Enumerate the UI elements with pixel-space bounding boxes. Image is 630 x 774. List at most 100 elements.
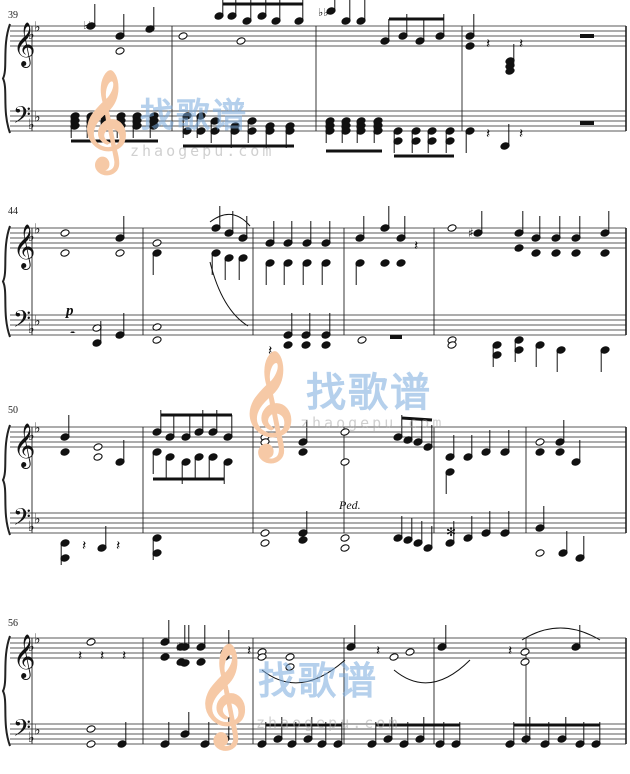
treble-clef: 𝄞 <box>13 22 35 68</box>
slur <box>521 627 601 641</box>
note-head <box>260 529 270 537</box>
key-flat: ♭ <box>28 730 35 746</box>
note-head <box>389 653 399 661</box>
key-flat: ♭ <box>34 20 41 36</box>
treble-clef: 𝄞 <box>13 634 35 680</box>
note-head <box>86 725 96 733</box>
key-flat: ♭ <box>34 512 41 528</box>
note-head <box>116 122 126 130</box>
note-head <box>531 249 541 257</box>
note-layer: ♭♭♭♭𝄽𝄽𝄽𝄽𝄽♯𝄼𝄽𝄽𝄽𝄽𝄽𝄽♯𝄽𝄽𝄽 <box>60 0 610 748</box>
note-head <box>555 448 565 456</box>
bass-clef: 𝄢 <box>13 101 31 134</box>
note-head <box>93 453 103 461</box>
note-head <box>380 259 390 267</box>
note-head <box>236 37 246 45</box>
note-head <box>152 323 162 331</box>
note-head <box>535 438 545 446</box>
note-head <box>447 224 457 232</box>
key-flat: ♭ <box>34 110 41 126</box>
note-head <box>325 127 335 135</box>
note-head <box>535 549 545 557</box>
whole-rest <box>580 121 594 125</box>
quarter-rest: 𝄽 <box>268 343 272 359</box>
brace <box>1 635 11 747</box>
key-flat: ♭ <box>28 321 35 337</box>
note-head <box>298 536 308 544</box>
note-head <box>132 122 142 130</box>
note-head <box>260 438 270 446</box>
note-head <box>149 122 159 130</box>
note-head <box>283 341 293 349</box>
quarter-rest: 𝄽 <box>519 126 523 142</box>
note-head <box>520 648 530 656</box>
note-head <box>357 336 367 344</box>
staff-systems: 𝄞𝄢♭♭♭♭𝄞𝄢♭♭♭♭𝄞𝄢♭♭♭♭𝄞𝄢♭♭♭♭ <box>1 20 627 747</box>
note-head <box>373 127 383 135</box>
pedal-down-mark: Ped. <box>339 498 361 512</box>
accidental: ♭♭ <box>318 6 328 19</box>
measure-number-39: 39 <box>8 10 18 21</box>
note-head <box>86 122 96 130</box>
bass-clef: 𝄢 <box>13 714 31 747</box>
note-head <box>298 448 308 456</box>
note-head <box>86 638 96 646</box>
key-flat: ♭ <box>28 519 35 535</box>
quarter-rest: 𝄽 <box>414 238 418 254</box>
note-head <box>340 458 350 466</box>
note-head <box>60 229 70 237</box>
note-head <box>301 341 311 349</box>
note-head <box>551 249 561 257</box>
note-head <box>514 346 524 354</box>
note-head <box>600 249 610 257</box>
quarter-rest: 𝄽 <box>376 643 380 659</box>
note-head <box>396 259 406 267</box>
pedal-up-mark: ✻ <box>446 525 457 539</box>
note-head <box>514 244 524 252</box>
quarter-rest: 𝄽 <box>116 538 120 554</box>
note-head <box>220 653 230 661</box>
note-head <box>257 653 267 661</box>
note-head <box>405 648 415 656</box>
note-head <box>60 448 70 456</box>
note-head <box>340 534 350 542</box>
accidental: ♯ <box>468 226 474 240</box>
key-flat: ♭ <box>28 639 35 655</box>
note-head <box>285 653 295 661</box>
key-flat: ♭ <box>28 229 35 245</box>
note-head <box>152 549 162 557</box>
quarter-rest: 𝄽 <box>78 648 82 664</box>
quarter-rest: 𝄽 <box>247 643 251 659</box>
note-head <box>393 137 403 145</box>
key-flat: ♭ <box>34 632 41 648</box>
key-flat: ♭ <box>34 314 41 330</box>
bass-clef: 𝄢 <box>13 503 31 536</box>
slur <box>209 214 251 227</box>
note-head <box>160 653 170 661</box>
measure-number-44: 44 <box>8 206 18 217</box>
brace <box>1 424 11 536</box>
treble-clef: 𝄞 <box>13 423 35 469</box>
half-rest <box>390 335 402 339</box>
key-flat: ♭ <box>34 222 41 238</box>
note-head <box>115 47 125 55</box>
accidental: ♭♭ <box>83 19 93 32</box>
note-head <box>265 127 275 135</box>
measure-number-50: 50 <box>8 405 18 416</box>
note-head <box>70 122 80 130</box>
key-flat: ♭ <box>28 27 35 43</box>
quarter-rest: 𝄽 <box>100 648 104 664</box>
slur <box>209 261 249 327</box>
note-head <box>505 67 515 75</box>
note-head <box>340 428 350 436</box>
note-head <box>93 443 103 451</box>
note-head <box>100 122 110 130</box>
quarter-rest: 𝄽 <box>486 126 490 142</box>
quarter-rest: 𝄽 <box>82 538 86 554</box>
note-head <box>505 57 515 65</box>
note-head <box>321 341 331 349</box>
note-head <box>247 127 257 135</box>
key-flat: ♭ <box>34 723 41 739</box>
note-head <box>152 239 162 247</box>
